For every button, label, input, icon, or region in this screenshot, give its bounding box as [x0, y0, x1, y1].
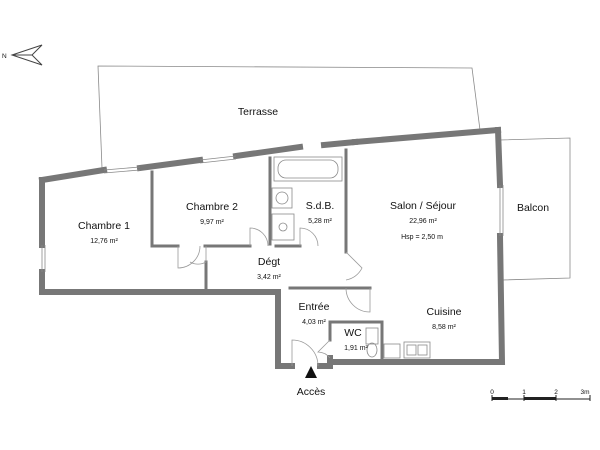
- room-chambre2-area: 9,97 m²: [200, 219, 224, 226]
- room-wc-area: 1,91 m²: [344, 345, 368, 352]
- room-sdb-name: S.d.B.: [306, 200, 335, 212]
- room-chambre1-area: 12,76 m²: [90, 238, 118, 245]
- room-chambre2-name: Chambre 2: [186, 201, 238, 213]
- kitchen-sink-icon: [403, 341, 431, 359]
- washbasin-icon: [271, 187, 293, 209]
- balcony-outline: [499, 137, 571, 281]
- terrace-outline: [97, 65, 481, 169]
- room-cuisine-area: 8,58 m²: [432, 324, 456, 331]
- room-cuisine-name: Cuisine: [426, 306, 461, 318]
- room-terrasse-name: Terrasse: [238, 106, 278, 118]
- scale-bar: 0 1 2 3m: [490, 389, 591, 401]
- room-balcon-name: Balcon: [517, 202, 549, 214]
- room-entree-area: 4,03 m²: [302, 319, 326, 326]
- access-label: Accès: [297, 386, 326, 398]
- room-labels: Terrasse Chambre 1 12,76 m² Chambre 2 9,…: [78, 106, 549, 398]
- scale-tick-2: 2: [554, 389, 558, 396]
- room-chambre1-name: Chambre 1: [78, 220, 130, 232]
- stove-icon: [383, 343, 401, 359]
- bathtub-icon: [273, 156, 343, 182]
- room-sdb-area: 5,28 m²: [308, 218, 332, 225]
- room-entree-name: Entrée: [299, 301, 330, 313]
- doors: [177, 227, 371, 367]
- access-arrow-icon: [305, 366, 317, 378]
- toilet-icon: [365, 327, 379, 358]
- shower-icon: [271, 213, 295, 241]
- ceiling-height: Hsp = 2,50 m: [401, 234, 443, 241]
- windows: [41, 155, 504, 272]
- scale-tick-0: 0: [490, 389, 494, 396]
- compass-label: N: [2, 53, 7, 60]
- north-arrow-icon: N: [2, 44, 43, 66]
- scale-tick-3: 3m: [580, 389, 589, 396]
- room-degt-area: 3,42 m²: [257, 274, 281, 281]
- room-wc-name: WC: [344, 327, 362, 339]
- exterior-walls: [38, 126, 506, 369]
- room-degt-name: Dégt: [258, 256, 280, 268]
- scale-tick-1: 1: [522, 389, 526, 396]
- room-salon-area: 22,96 m²: [409, 218, 437, 225]
- room-salon-name: Salon / Séjour: [390, 200, 456, 212]
- interior-walls: [150, 148, 384, 362]
